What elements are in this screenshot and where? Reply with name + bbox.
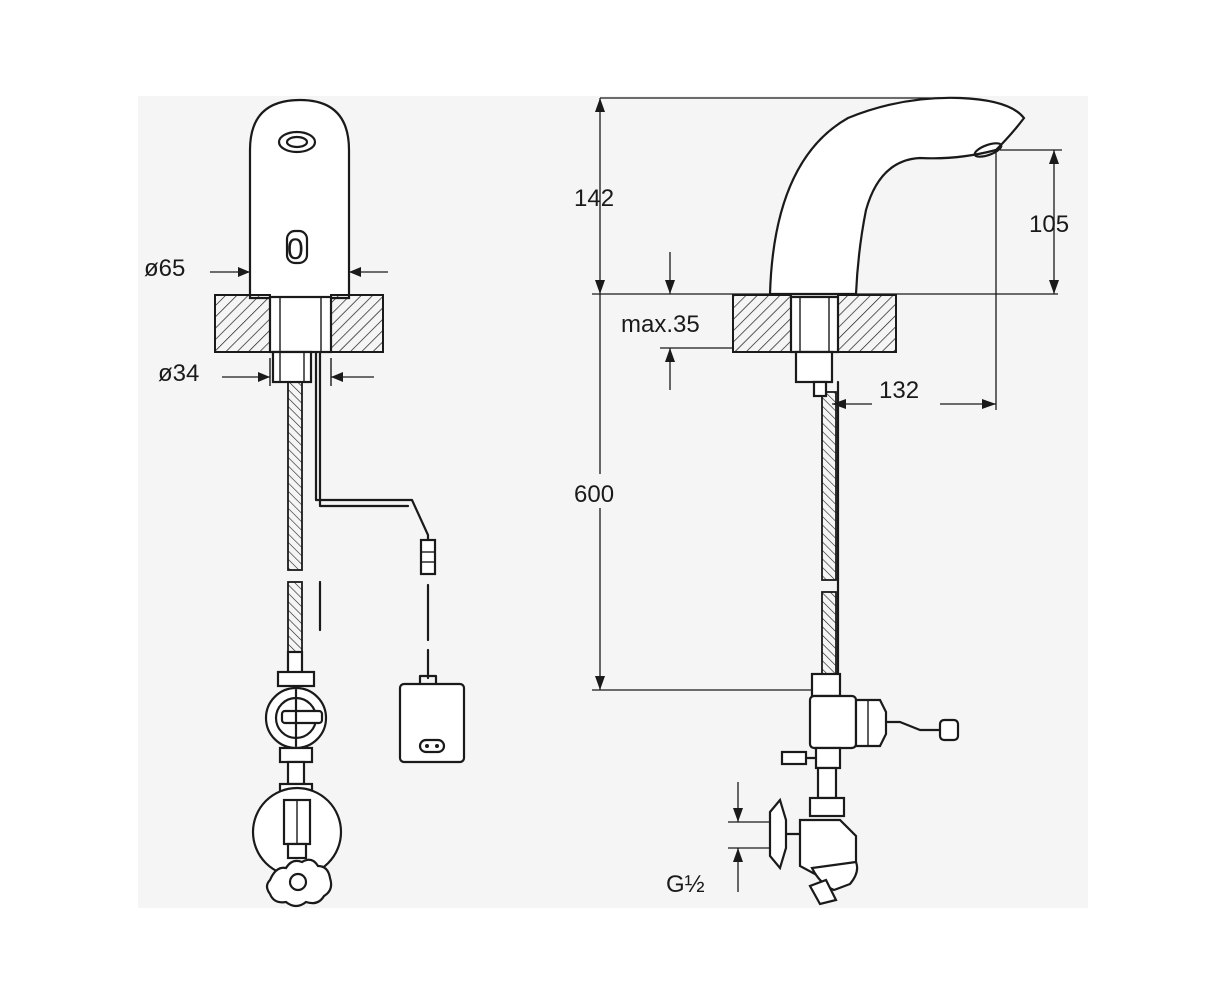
- label-600-bg: [570, 474, 630, 508]
- sensor-window: [285, 229, 309, 265]
- side-view: 142 105 max.35 600: [570, 96, 1069, 906]
- side-valve-handle: [768, 797, 788, 871]
- front-shank: [268, 295, 333, 354]
- dimension-132: [832, 150, 997, 410]
- sensor-mark: 0: [287, 233, 304, 266]
- sensor-cable: [314, 350, 430, 680]
- side-angle-valve: [768, 766, 859, 906]
- dimension-105: [1000, 149, 1062, 294]
- dim-label-142: 142: [574, 185, 614, 212]
- side-braided-hose-upper: [821, 391, 837, 581]
- dimension-142: [595, 97, 940, 294]
- side-spout-body: [768, 96, 1026, 296]
- cable-connector: [419, 538, 437, 576]
- dim-label-105: 105: [1029, 211, 1069, 238]
- front-spout-body: [248, 98, 351, 300]
- dim-label-shank-diameter: ø34: [158, 360, 199, 387]
- side-aerator: [973, 142, 1003, 158]
- dim-label-600: 600: [574, 481, 614, 508]
- front-nut: [271, 350, 313, 384]
- side-countertop-left: [732, 294, 792, 353]
- front-countertop-right: [330, 294, 384, 353]
- front-angle-valve: [251, 760, 343, 908]
- front-braided-hose-upper: [287, 381, 303, 571]
- dim-label-thread: G½: [666, 871, 705, 898]
- control-box-socket: [418, 738, 446, 754]
- dimension-front-34: [222, 358, 374, 386]
- aerator-icon: [277, 130, 317, 154]
- side-cable-plug: [938, 718, 960, 742]
- dimension-thread: [728, 782, 770, 892]
- front-braided-hose-lower: [287, 581, 303, 653]
- control-box: [398, 682, 466, 764]
- dimension-front-65: [210, 267, 388, 277]
- front-view: ø65 ø34 0: [144, 98, 466, 908]
- side-countertop-right: [837, 294, 897, 353]
- valve-handle-icon: [265, 858, 333, 908]
- side-solenoid-valve: [780, 672, 960, 770]
- dim-label-spout-diameter: ø65: [144, 255, 185, 282]
- dim-label-max35: max.35: [621, 311, 700, 338]
- dim-label-132: 132: [879, 377, 919, 404]
- side-braided-hose-lower: [821, 591, 837, 675]
- side-nut: [794, 350, 834, 384]
- side-shank: [789, 295, 840, 354]
- dimension-max35: [660, 252, 733, 390]
- front-countertop-left: [214, 294, 271, 353]
